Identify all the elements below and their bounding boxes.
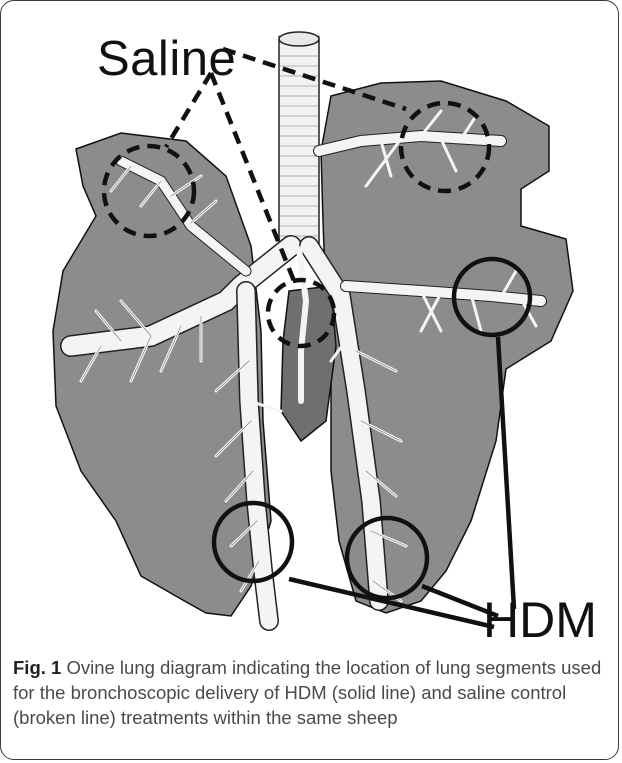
accessory-lobe bbox=[281, 286, 336, 441]
figure-caption: Fig. 1 Ovine lung diagram indicating the… bbox=[13, 655, 611, 730]
figure-number: Fig. 1 bbox=[13, 657, 61, 678]
hdm-leader-1 bbox=[498, 337, 514, 609]
ovine-lung-illustration bbox=[1, 1, 619, 651]
saline-label: Saline bbox=[97, 31, 236, 87]
trachea-opening bbox=[279, 32, 319, 46]
caption-text: Ovine lung diagram indicating the locati… bbox=[13, 657, 601, 728]
hdm-label: HDM bbox=[483, 591, 597, 649]
